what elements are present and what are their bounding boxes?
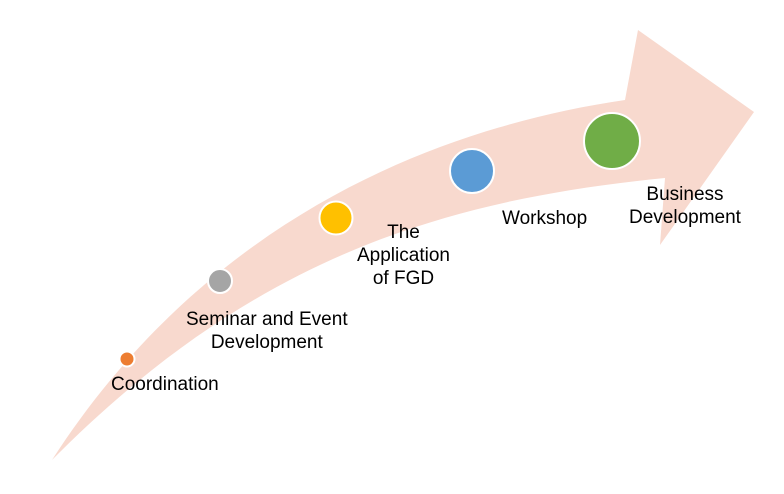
dot-workshop: [449, 148, 495, 194]
label-seminar-line-1: Seminar and Event: [186, 309, 348, 330]
label-coordination-line-1: Coordination: [111, 374, 219, 395]
label-seminar: Seminar and Event Development: [186, 308, 348, 354]
dot-business: [583, 112, 641, 170]
label-fgd: The Application of FGD: [357, 221, 450, 290]
label-business: Business Development: [629, 183, 741, 229]
label-workshop-line-1: Workshop: [502, 208, 588, 229]
label-business-line-1: Business: [646, 184, 724, 205]
label-coordination: Coordination: [111, 373, 219, 396]
dot-coordination: [118, 350, 136, 368]
label-business-line-2: Development: [629, 207, 741, 228]
label-fgd-line-1: The: [387, 222, 420, 243]
dot-seminar: [207, 268, 233, 294]
label-fgd-line-3: of FGD: [372, 268, 435, 289]
label-fgd-line-2: Application: [357, 245, 450, 266]
label-seminar-line-2: Development: [210, 332, 323, 353]
label-workshop: Workshop: [502, 207, 587, 230]
curved-arrow: [52, 30, 754, 460]
dot-fgd: [318, 200, 354, 236]
